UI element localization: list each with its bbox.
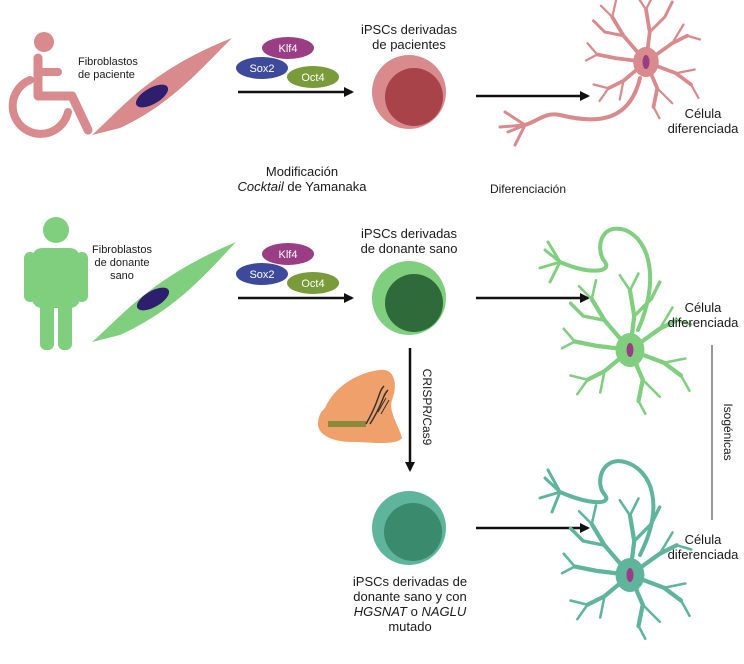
yamanaka-factors-row2: Klf4 Sox2 Oct4: [236, 243, 339, 294]
yamanaka-factors-row1: Klf4 Sox2 Oct4: [236, 37, 339, 88]
healthy-ipsc-icon: [372, 261, 446, 335]
patient-wheelchair-icon: [8, 32, 93, 138]
healthy-cell-label-line1: Célula: [684, 300, 722, 315]
patient-cell-label-line1: Célula: [684, 106, 722, 121]
patient-cell-label-line2: diferenciada: [667, 121, 739, 136]
cas9-protein-icon: [318, 369, 402, 443]
patient-ipsc-label-line1: iPSCs derivadas: [360, 22, 458, 37]
sox2-label: Sox2: [249, 269, 274, 281]
mutant-cell-label: Célula diferenciada: [662, 532, 744, 562]
mutant-genes-line: HGSNAT o NAGLU: [330, 604, 490, 619]
oct4-label: Oct4: [301, 72, 324, 84]
patient-neuron-icon: [498, 0, 702, 147]
mutant-ipsc-label-line2: donante sano y con: [353, 589, 467, 604]
mutant-ipsc-label-line1: iPSCs derivadas de: [352, 574, 468, 589]
patient-ipsc-label-line2: de pacientes: [372, 37, 446, 52]
oct4-label: Oct4: [301, 278, 324, 290]
healthy-fibroblast-label-line1: Fibroblastos: [92, 244, 152, 256]
healthy-donant-person-icon: [24, 217, 88, 350]
patient-fibroblast-label-line2: de paciente: [78, 69, 135, 81]
klf4-label: Klf4: [279, 249, 298, 261]
isogenic-label: Isogénicas: [721, 392, 735, 472]
mutant-ipsc-icon: [372, 491, 446, 565]
healthy-ipsc-label-line2: de donante sano: [360, 241, 458, 256]
healthy-ipsc-label: iPSCs derivadas de donante sano: [348, 226, 470, 256]
cocktail-italic: Cocktail: [237, 179, 284, 194]
healthy-ipsc-label-line1: iPSCs derivadas: [360, 226, 458, 241]
healthy-cell-label-line2: diferenciada: [667, 315, 739, 330]
patient-fibroblast-icon: [92, 38, 232, 135]
differentiation-label: Diferenciación: [489, 182, 567, 196]
healthy-fibroblast-icon: [92, 242, 236, 342]
healthy-cell-label: Célula diferenciada: [662, 300, 744, 330]
healthy-fibroblast-label-line3: sano: [110, 270, 134, 282]
mutant-neuron-icon: [538, 459, 691, 639]
modification-label: Modificación Cocktail de Yamanaka: [230, 164, 374, 194]
sox2-label: Sox2: [249, 63, 274, 75]
gene-hgsnat: HGSNAT: [353, 604, 407, 619]
patient-fibroblast-label: Fibroblastos de paciente: [78, 56, 138, 82]
healthy-fibroblast-label-line2: de donante: [94, 257, 150, 269]
klf4-label: Klf4: [279, 43, 298, 55]
gene-naglu: NAGLU: [421, 604, 467, 619]
cocktail-rest: de Yamanaka: [283, 179, 367, 194]
mutant-ipsc-label-line4: mutado: [388, 619, 432, 634]
patient-ipsc-icon: [372, 55, 446, 129]
healthy-fibroblast-label: Fibroblastos de donante sano: [80, 244, 164, 283]
crispr-label: CRISPR/Cas9: [420, 368, 434, 446]
modification-text: Modificación: [265, 164, 339, 179]
healthy-neuron-icon: [538, 226, 691, 414]
patient-fibroblast-label-line1: Fibroblastos: [78, 56, 138, 68]
mutant-ipsc-label: iPSCs derivadas de donante sano y con HG…: [330, 574, 490, 634]
mutant-cell-label-line1: Célula: [684, 532, 722, 547]
gene-or: o: [406, 604, 422, 619]
mutant-cell-label-line2: diferenciada: [667, 547, 739, 562]
patient-ipsc-label: iPSCs derivadas de pacientes: [356, 22, 462, 52]
cocktail-line: Cocktail de Yamanaka: [230, 179, 374, 194]
patient-cell-label: Célula diferenciada: [662, 106, 744, 136]
